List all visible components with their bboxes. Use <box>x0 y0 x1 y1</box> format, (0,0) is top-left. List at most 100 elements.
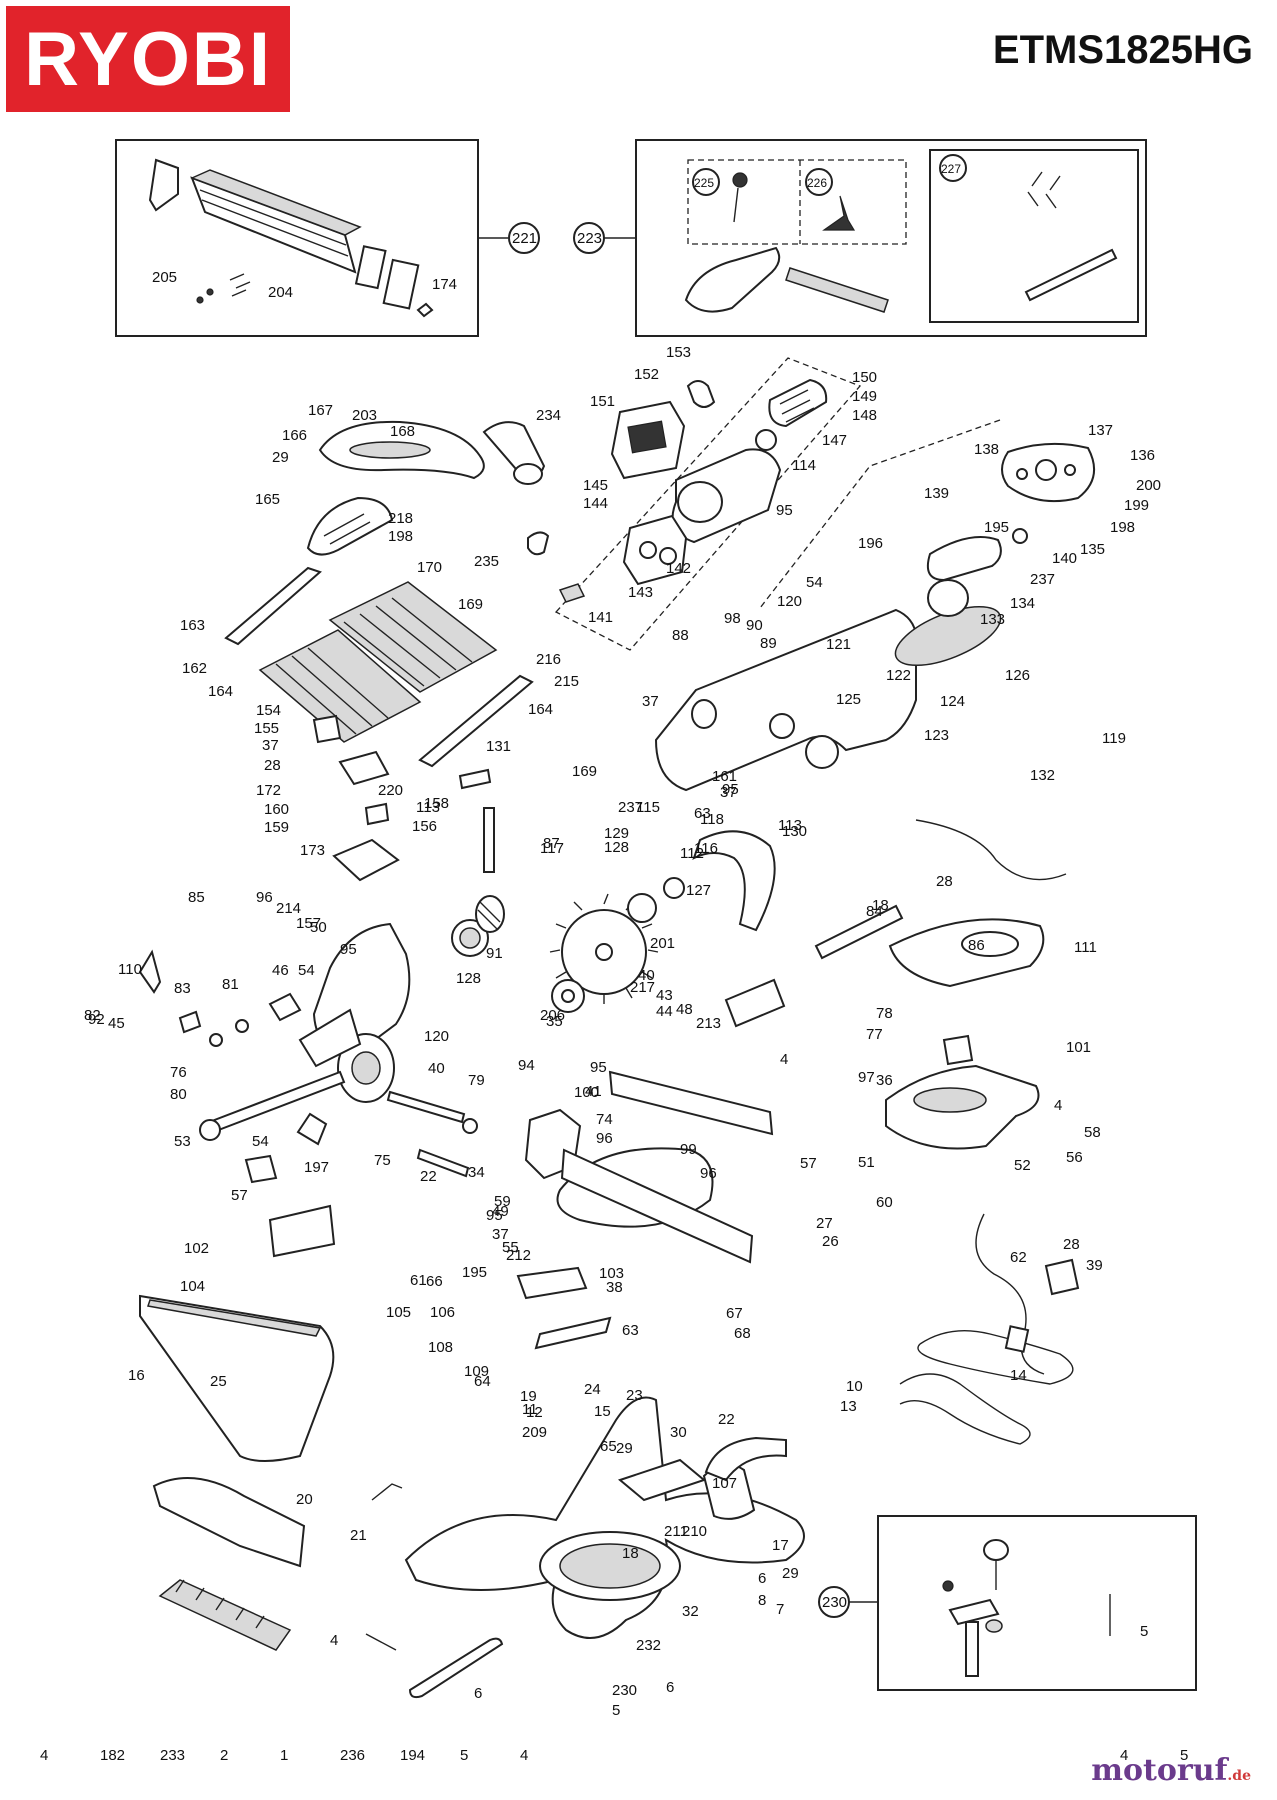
part-number-label: 55 <box>502 1239 519 1256</box>
part-number-label: 123 <box>924 727 949 744</box>
part-number-label: 148 <box>852 407 877 424</box>
part-number-label: 237 <box>1030 571 1055 588</box>
part-number-label: 91 <box>486 945 503 962</box>
part-number-label: 127 <box>686 882 711 899</box>
electrical-group <box>885 819 1080 1445</box>
part-number-label: 198 <box>388 528 413 545</box>
part-number-label: 122 <box>886 667 911 684</box>
part-number-label: 204 <box>268 284 293 301</box>
part-number-label: 6 <box>474 1685 482 1702</box>
part-number-label: 5 <box>1180 1747 1188 1764</box>
part-number-label: 44 <box>656 1003 673 1020</box>
part-number-label: 4 <box>40 1747 48 1764</box>
part-number-label: 5 <box>1140 1623 1148 1640</box>
callout-227-label: 227 <box>941 162 961 176</box>
upper-left-group <box>224 420 550 882</box>
part-number-label: 57 <box>800 1155 817 1172</box>
part-number-label: 99 <box>680 1141 697 1158</box>
part-number-label: 134 <box>1010 595 1035 612</box>
part-number-label: 22 <box>420 1168 437 1185</box>
part-number-label: 133 <box>980 611 1005 628</box>
part-number-label: 110 <box>118 961 142 978</box>
part-number-label: 54 <box>252 1133 269 1150</box>
part-number-label: 200 <box>1136 477 1161 494</box>
part-number-label: 230 <box>612 1682 637 1699</box>
part-number-label: 16 <box>128 1367 145 1384</box>
part-number-label: 212 <box>506 1247 531 1264</box>
part-number-label: 13 <box>840 1398 857 1415</box>
part-number-label: 158 <box>424 795 449 812</box>
part-number-label: 211 <box>664 1523 688 1540</box>
part-number-label: 166 <box>282 427 307 444</box>
part-number-label: 81 <box>222 976 239 993</box>
callout-230-label: 230 <box>822 1594 847 1611</box>
part-number-label: 196 <box>858 535 883 552</box>
callout-223-label: 223 <box>577 230 602 247</box>
belt-part <box>894 605 1002 667</box>
part-number-label: 198 <box>1110 519 1135 536</box>
part-number-label: 160 <box>264 801 289 818</box>
part-number-label: 64 <box>474 1373 491 1390</box>
part-number-label: 159 <box>264 819 289 836</box>
part-number-label: 4 <box>780 1051 788 1068</box>
part-number-label: 66 <box>426 1273 443 1290</box>
handle-grip-part <box>888 918 1045 988</box>
part-number-label: 157 <box>296 915 321 932</box>
part-number-label: 54 <box>298 962 315 979</box>
part-number-label: 12 <box>526 1404 543 1421</box>
accessory-box-230-frame <box>877 1515 1197 1691</box>
part-number-label: 124 <box>940 693 965 710</box>
part-number-label: 26 <box>822 1233 839 1250</box>
part-number-label: 62 <box>1010 1249 1027 1266</box>
part-number-label: 84 <box>866 903 883 920</box>
part-number-label: 6 <box>666 1679 674 1696</box>
part-number-label: 111 <box>1074 939 1097 956</box>
callout-221-label: 221 <box>512 230 537 247</box>
extension-part <box>152 1477 306 1568</box>
part-number-label: 83 <box>174 980 191 997</box>
part-number-label: 78 <box>876 1005 893 1022</box>
part-number-label: 136 <box>1130 447 1155 464</box>
part-number-label: 5 <box>612 1702 620 1719</box>
part-number-label: 18 <box>872 897 889 914</box>
part-number-label: 143 <box>628 584 653 601</box>
part-number-label: 109 <box>464 1363 489 1380</box>
watermark: motoruf.de <box>1091 1753 1251 1788</box>
accessory-box-230: 230 <box>818 1515 1197 1691</box>
part-number-label: 153 <box>666 344 691 361</box>
part-number-label: 119 <box>1102 730 1126 747</box>
part-number-label: 21 <box>350 1527 367 1544</box>
part-number-label: 74 <box>596 1111 613 1128</box>
part-number-label: 108 <box>428 1339 453 1356</box>
part-number-label: 22 <box>718 1411 735 1428</box>
part-number-label: 113 <box>778 817 802 834</box>
part-number-label: 168 <box>390 423 415 440</box>
part-number-label: 169 <box>572 763 597 780</box>
part-number-label: 163 <box>180 617 205 634</box>
part-number-label: 236 <box>340 1747 365 1764</box>
rail-part <box>224 566 322 646</box>
part-number-label: 75 <box>374 1152 391 1169</box>
table-part <box>328 581 498 693</box>
part-number-label: 50 <box>310 919 327 936</box>
part-number-label: 182 <box>100 1747 125 1764</box>
part-number-label: 1 <box>280 1747 288 1764</box>
brand-logo: RYOBI <box>6 6 290 112</box>
part-number-label: 29 <box>782 1565 799 1582</box>
part-number-label: 235 <box>474 553 499 570</box>
arm-housing-part <box>654 608 918 792</box>
bracket-part <box>148 158 179 212</box>
part-number-label: 120 <box>424 1028 449 1045</box>
model-number: ETMS1825HG <box>992 28 1253 72</box>
bracket-part <box>332 838 400 882</box>
part-number-label: 167 <box>308 402 333 419</box>
part-number-label: 206 <box>540 1007 565 1024</box>
part-number-label: 95 <box>486 1207 503 1224</box>
part-number-label: 57 <box>231 1187 248 1204</box>
part-number-label: 209 <box>522 1424 547 1441</box>
part-number-label: 36 <box>876 1072 893 1089</box>
miter-scale-part <box>704 1436 787 1482</box>
part-number-label: 154 <box>256 702 281 719</box>
part-number-label: 59 <box>494 1193 511 1210</box>
